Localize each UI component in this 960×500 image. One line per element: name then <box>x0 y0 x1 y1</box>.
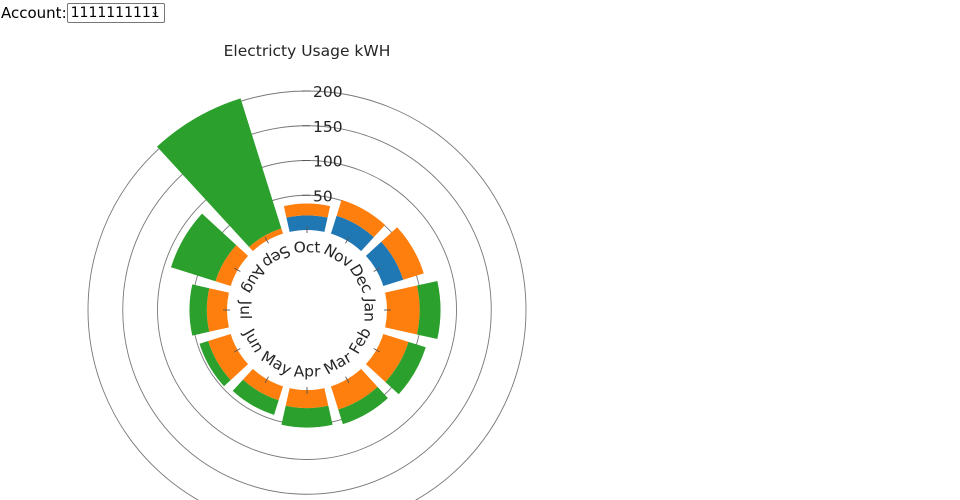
r-tick-label: 50 <box>313 187 333 205</box>
theta-tickmark <box>264 237 269 244</box>
bar-segment <box>416 280 441 340</box>
bar-segment <box>286 215 328 232</box>
theta-tick-label: Feb <box>346 324 375 357</box>
r-tick-label: 150 <box>313 118 343 136</box>
theta-tick-label: Jan <box>361 297 379 322</box>
account-toolbar: Account: 1111111111 ⌄ <box>0 0 165 26</box>
bar-segment <box>199 341 231 387</box>
theta-tick-label: Aug <box>238 262 269 297</box>
bar-segment <box>330 368 378 410</box>
r-tick-label: 100 <box>313 153 343 171</box>
bar-segment <box>232 379 279 415</box>
theta-tickmark <box>234 348 241 353</box>
bar-segment <box>336 199 386 238</box>
theta-tick-label: Oct <box>294 239 321 257</box>
bar-segment <box>215 245 249 287</box>
bar-segment <box>281 405 333 428</box>
theta-tick-label: May <box>258 347 295 379</box>
theta-tick-label: Mar <box>321 348 356 379</box>
theta-tick-label: Jul <box>237 300 255 320</box>
grid-layer <box>87 90 527 500</box>
bar-segment <box>330 215 374 252</box>
bar-segment <box>243 368 284 401</box>
theta-tickmark <box>373 267 380 272</box>
account-label: Account: <box>1 3 67 22</box>
account-select[interactable]: 1111111111 <box>66 3 165 23</box>
data-wedges <box>156 98 441 428</box>
theta-tickmark <box>345 376 350 383</box>
bar-segment <box>365 333 409 382</box>
bar-segment <box>189 284 210 336</box>
account-select-wrapper[interactable]: 1111111111 ⌄ <box>66 3 165 23</box>
bar-segment <box>156 98 282 247</box>
bar-segment <box>285 388 329 409</box>
bar-segment <box>170 213 237 282</box>
theta-tick-label: Apr <box>294 363 321 381</box>
bar-segment <box>206 288 229 332</box>
radial-gridline <box>87 90 527 500</box>
r-tick-label: 200 <box>313 83 343 101</box>
bar-segment <box>385 285 420 335</box>
bar-segment <box>381 227 424 280</box>
theta-tickmark <box>264 376 269 383</box>
theta-tickmark <box>373 348 380 353</box>
theta-tick-label: Jun <box>239 325 267 356</box>
bar-segment <box>365 241 404 287</box>
theta-tick-label: Dec <box>346 261 377 296</box>
bar-segment <box>338 386 388 425</box>
tick-layer <box>223 90 391 394</box>
bar-segment <box>283 203 331 218</box>
bar-segment <box>208 333 249 381</box>
bar-segment <box>385 341 426 395</box>
chart-title: Electricty Usage kWH <box>224 42 391 60</box>
theta-tickmark <box>234 267 241 272</box>
theta-tickmark <box>345 237 350 244</box>
